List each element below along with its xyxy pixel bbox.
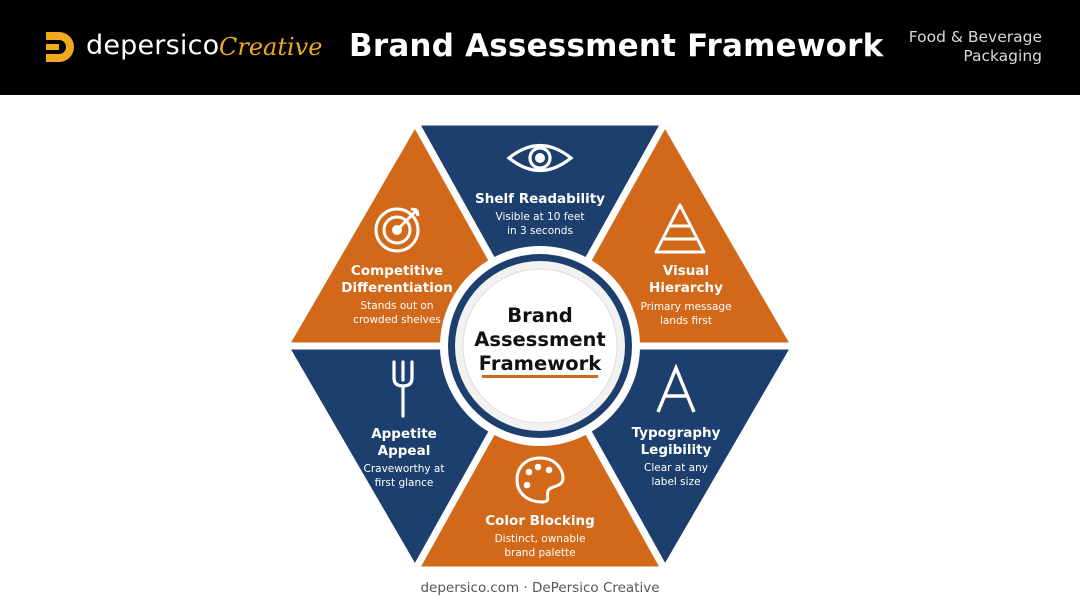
segment-desc-shelf-readability: in 3 seconds	[507, 225, 573, 237]
segment-desc-appetite-appeal: Craveworthy at	[364, 463, 445, 475]
pyramid-icon	[654, 203, 706, 254]
segment-title-appetite-appeal: Appeal	[378, 443, 431, 459]
subtitle-line-1: Food & Beverage	[908, 28, 1042, 46]
eye-icon	[506, 144, 574, 172]
segment-title-competitive-differentiation: Competitive	[351, 263, 443, 279]
segment-title-shelf-readability: Shelf Readability	[475, 191, 605, 207]
segment-desc-visual-hierarchy: lands first	[660, 315, 712, 327]
segment-title-visual-hierarchy: Visual	[663, 263, 709, 279]
page-title: Brand Assessment Framework	[349, 28, 884, 64]
center-underline	[482, 375, 598, 378]
segment-desc-competitive-differentiation: Stands out on	[361, 300, 434, 312]
center-title-line-1: Brand	[507, 304, 572, 327]
segment-title-typography-legibility: Typography	[632, 425, 721, 441]
segment-title-color-blocking: Color Blocking	[485, 513, 595, 529]
palette-icon	[515, 456, 565, 504]
header-subtitle: Food & Beverage Packaging	[862, 28, 1042, 66]
segment-desc-typography-legibility: Clear at any	[644, 462, 708, 474]
segment-title-typography-legibility: Legibility	[641, 442, 712, 458]
segment-desc-shelf-readability: Visible at 10 feet	[496, 211, 585, 223]
subtitle-line-2: Packaging	[963, 47, 1042, 65]
segment-desc-appetite-appeal: first glance	[375, 477, 434, 489]
segment-desc-color-blocking: Distinct, ownable	[495, 533, 586, 545]
target-icon	[374, 207, 420, 253]
footer-credit: depersico.com · DePersico Creative	[420, 580, 660, 596]
segment-desc-competitive-differentiation: crowded shelves	[353, 314, 441, 326]
brand-script: Creative	[219, 33, 323, 61]
center-title-line-3: Framework	[479, 352, 602, 375]
letter-a-icon	[656, 363, 696, 413]
segment-desc-color-blocking: brand palette	[504, 547, 575, 559]
segment-title-appetite-appeal: Appetite	[371, 426, 437, 442]
depersico-logo-icon	[46, 32, 74, 62]
segment-title-competitive-differentiation: Differentiation	[341, 280, 453, 296]
header-bar: depersico Creative Brand Assessment Fram…	[0, 0, 1080, 95]
segment-title-visual-hierarchy: Hierarchy	[649, 280, 723, 296]
brand-name: depersico	[86, 30, 220, 61]
fork-icon	[392, 360, 414, 418]
segment-desc-typography-legibility: label size	[651, 476, 700, 488]
center-disc	[462, 268, 618, 424]
segment-desc-visual-hierarchy: Primary message	[640, 301, 731, 313]
center-hub: Brand Assessment Framework	[440, 246, 640, 446]
center-title-line-2: Assessment	[474, 328, 606, 351]
